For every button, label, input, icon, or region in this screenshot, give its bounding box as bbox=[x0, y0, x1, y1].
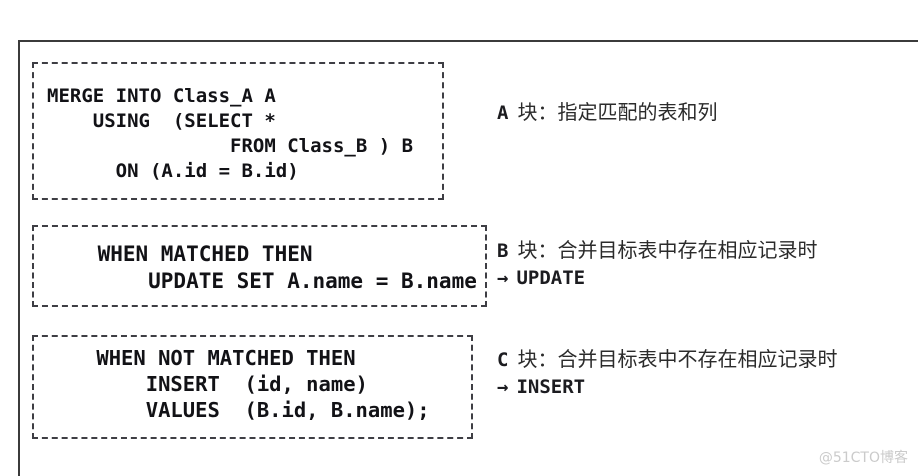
code-block-b-when-matched: WHEN MATCHED THEN UPDATE SET A.name = B.… bbox=[32, 225, 487, 307]
right-arrow-icon: → bbox=[497, 376, 509, 398]
code-c-text: WHEN NOT MATCHED THEN INSERT (id, name) … bbox=[96, 346, 430, 422]
annotation-block-c: C 块：合并目标表中不存在相应记录时 → INSERT bbox=[497, 347, 837, 401]
annotation-block-a: A 块：指定匹配的表和列 bbox=[497, 100, 717, 127]
annotation-c-arrow-line: → INSERT bbox=[497, 374, 837, 401]
annotation-c-letter: C bbox=[497, 349, 509, 371]
code-block-c-when-not-matched: WHEN NOT MATCHED THEN INSERT (id, name) … bbox=[32, 335, 473, 439]
annotation-c-arrow-word: INSERT bbox=[516, 376, 586, 398]
code-a-text: MERGE INTO Class_A A USING (SELECT * FRO… bbox=[47, 85, 414, 182]
annotation-b-line: B 块：合并目标表中存在相应记录时 bbox=[497, 238, 817, 265]
watermark: @51CTO博客 bbox=[818, 450, 908, 466]
right-arrow-icon: → bbox=[497, 267, 509, 289]
annotation-a-text: 块：指定匹配的表和列 bbox=[517, 102, 718, 124]
annotation-b-text: 块：合并目标表中存在相应记录时 bbox=[517, 240, 818, 262]
annotation-c-line: C 块：合并目标表中不存在相应记录时 bbox=[497, 347, 837, 374]
annotation-b-letter: B bbox=[497, 240, 509, 262]
annotation-block-b: B 块：合并目标表中存在相应记录时 → UPDATE bbox=[497, 238, 817, 292]
annotation-c-text: 块：合并目标表中不存在相应记录时 bbox=[517, 349, 838, 371]
annotation-b-arrow-word: UPDATE bbox=[516, 267, 586, 289]
annotation-b-arrow-line: → UPDATE bbox=[497, 265, 817, 292]
code-b-text: WHEN MATCHED THEN UPDATE SET A.name = B.… bbox=[97, 242, 477, 293]
code-block-a-merge-using-on: MERGE INTO Class_A A USING (SELECT * FRO… bbox=[32, 62, 444, 200]
annotation-a-line: A 块：指定匹配的表和列 bbox=[497, 100, 717, 127]
outer-frame bbox=[18, 40, 918, 476]
annotation-a-letter: A bbox=[497, 102, 509, 124]
